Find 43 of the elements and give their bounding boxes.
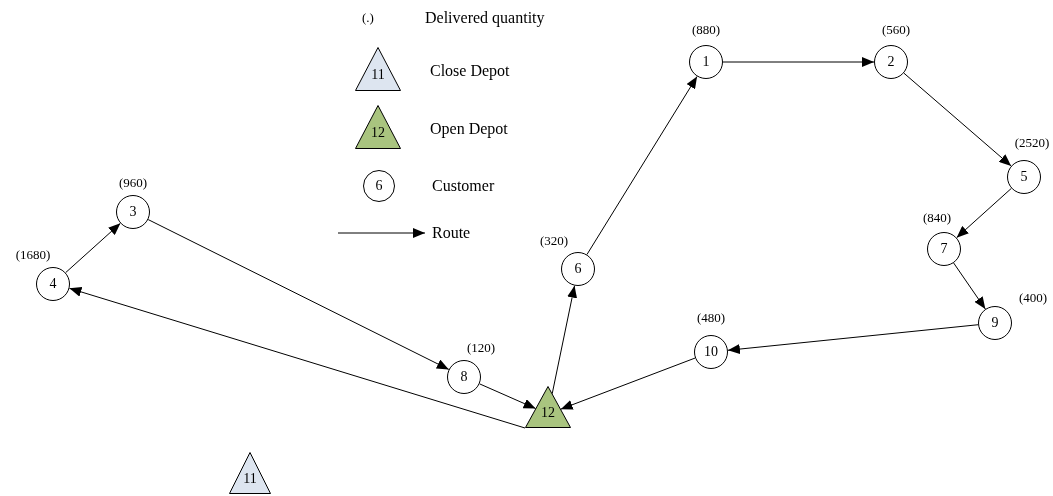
legend-sample-label: 12: [371, 125, 385, 141]
route-arrow: [551, 285, 577, 395]
route-arrow: [722, 57, 875, 67]
customer-circle: 10: [694, 335, 728, 369]
quantity-label: (880): [691, 22, 721, 38]
legend-text: Delivered quantity: [425, 9, 545, 27]
quantity-label: (840): [922, 210, 952, 226]
quantity-label: (480): [696, 310, 726, 326]
route-arrow: [727, 324, 979, 355]
legend-sample-label: 11: [371, 67, 385, 83]
quantity-label: (320): [539, 233, 569, 249]
depot-triangle: 12: [525, 386, 571, 428]
customer-circle: 6: [561, 252, 595, 286]
route-arrow: [147, 219, 450, 370]
route-arrow: [560, 357, 696, 410]
legend-sample-label: 6: [375, 178, 383, 194]
customer-circle: 9: [978, 306, 1012, 340]
customer-circle: 2: [874, 45, 908, 79]
route-arrow: [956, 187, 1012, 239]
customer-circle: 4: [36, 267, 70, 301]
route-arrow: [68, 287, 526, 429]
legend-text: Close Depot: [430, 62, 510, 80]
quantity-label: (120): [466, 340, 496, 356]
quantity-label: (960): [118, 175, 148, 191]
customer-circle: 1: [689, 45, 723, 79]
legend-text: Customer: [432, 177, 495, 195]
quantity-label: (2520): [1014, 135, 1050, 151]
legend-text: Route: [432, 224, 471, 242]
quantity-label: (1680): [15, 247, 51, 263]
customer-circle: 5: [1007, 160, 1041, 194]
route-arrow: [586, 75, 698, 256]
depot-triangle: 11: [229, 452, 271, 494]
route-arrow: [65, 222, 121, 274]
customer-circle: 3: [116, 195, 150, 229]
quantity-label: (560): [881, 22, 911, 38]
customer-circle: 7: [927, 232, 961, 266]
route-arrow: [479, 383, 537, 410]
quantity-label: (400): [1018, 290, 1048, 306]
legend-sample-label: (.): [362, 10, 374, 26]
legend-text: Open Depot: [430, 120, 508, 138]
customer-circle: 8: [447, 360, 481, 394]
route-arrow: [903, 72, 1012, 167]
route-arrow: [953, 262, 986, 310]
